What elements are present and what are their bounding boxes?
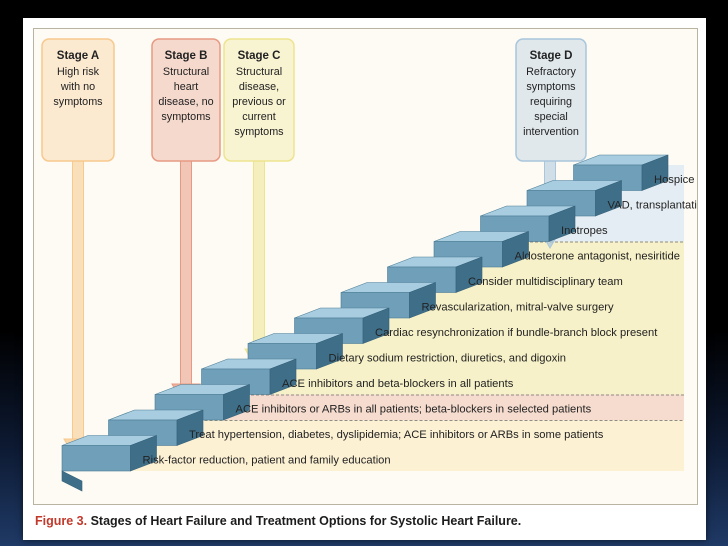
stage-box-frame bbox=[41, 38, 115, 162]
step-side bbox=[176, 409, 204, 446]
step-side bbox=[362, 307, 390, 344]
step-labels: Risk-factor reduction, patient and famil… bbox=[143, 174, 698, 467]
step-label: ACE inhibitors and beta-blockers in all … bbox=[282, 378, 514, 390]
stage-description-line: current bbox=[242, 111, 276, 123]
stage-box-frame bbox=[223, 38, 295, 162]
stage-description-line: Refractory bbox=[526, 66, 576, 78]
step-label: ACE inhibitors or ARBs in all patients; … bbox=[236, 403, 592, 415]
stage-description-line: symptoms bbox=[161, 111, 211, 123]
step-label: VAD, transplantation bbox=[608, 199, 698, 211]
stage-b-box: Stage B Structural heart disease, no symptom… bbox=[151, 38, 221, 162]
stage-a-arrow-shaft bbox=[72, 160, 84, 440]
stage-a-box: Stage A High risk with no symptoms bbox=[41, 38, 115, 162]
step-side bbox=[502, 231, 529, 268]
stage-title: Stage D bbox=[530, 50, 573, 62]
staircase bbox=[61, 154, 669, 492]
stage-d-box: Stage D Refractory symptoms requiring specia… bbox=[515, 38, 587, 162]
stage-description-line: requiring bbox=[530, 96, 572, 108]
step-label: Consider multidisciplinary team bbox=[468, 276, 623, 288]
stage-description-line: heart bbox=[174, 81, 199, 93]
stage-description-line: previous or bbox=[232, 96, 286, 108]
step-band bbox=[183, 394, 684, 420]
step-side bbox=[641, 154, 669, 191]
stage-c-arrow-shaft bbox=[253, 160, 265, 350]
stage-description-line: High risk bbox=[57, 66, 100, 78]
step-band bbox=[90, 445, 684, 471]
stage-description-line: Structural bbox=[163, 66, 209, 78]
step-side bbox=[455, 256, 483, 293]
stage-description-line: disease, bbox=[239, 81, 279, 93]
step-label: Revascularization, mitral-valve surgery bbox=[422, 301, 615, 313]
figure-caption-label: Figure 3. bbox=[35, 514, 88, 528]
step-label: Treat hypertension, diabetes, dyslipidem… bbox=[189, 429, 604, 441]
step-base bbox=[61, 470, 83, 492]
stage-box-frame bbox=[515, 38, 587, 162]
step-side bbox=[130, 435, 157, 472]
stage-description-line: symptoms bbox=[53, 96, 103, 108]
step-side bbox=[548, 205, 576, 242]
step-label: Hospice bbox=[654, 174, 694, 186]
step-label: Aldosterone antagonist, nesiritide bbox=[515, 250, 680, 262]
step-label: Dietary sodium restriction, diuretics, a… bbox=[329, 352, 567, 364]
stage-b-arrow-shaft bbox=[180, 160, 192, 385]
step-side bbox=[269, 358, 297, 395]
stage-title: Stage B bbox=[165, 50, 208, 62]
stage-title: Stage A bbox=[57, 50, 99, 62]
staircase-diagram: Risk-factor reduction, patient and famil… bbox=[41, 38, 698, 492]
stage-c-box: Stage C Structural disease, previous or curr… bbox=[223, 38, 295, 162]
stage-description-line: intervention bbox=[523, 126, 579, 138]
step-band bbox=[136, 420, 684, 446]
step-side bbox=[316, 333, 343, 370]
stage-description-line: disease, no bbox=[158, 96, 213, 108]
step-side bbox=[223, 384, 250, 421]
figure-panel: Risk-factor reduction, patient and famil… bbox=[33, 28, 698, 505]
step-front bbox=[61, 445, 131, 472]
stage-description-line: symptoms bbox=[234, 126, 284, 138]
stage-description-line: Structural bbox=[236, 66, 282, 78]
step-label: Risk-factor reduction, patient and famil… bbox=[143, 454, 391, 466]
stage-description-line: symptoms bbox=[526, 81, 576, 93]
step-side bbox=[409, 282, 436, 319]
slide: Risk-factor reduction, patient and famil… bbox=[23, 18, 706, 540]
figure-caption: Figure 3. Stages of Heart Failure and Tr… bbox=[35, 514, 521, 528]
stage-title: Stage C bbox=[238, 50, 281, 62]
stage-box-frame bbox=[151, 38, 221, 162]
stage-description-line: special bbox=[534, 111, 568, 123]
step-band bbox=[276, 343, 684, 369]
step-label: Inotropes bbox=[561, 225, 608, 237]
step-side bbox=[595, 180, 622, 217]
step-label: Cardiac resynchronization if bundle-bran… bbox=[375, 327, 658, 339]
figure-caption-text: Stages of Heart Failure and Treatment Op… bbox=[90, 514, 522, 528]
step-band bbox=[229, 369, 684, 395]
stage-description-line: with no bbox=[60, 81, 95, 93]
